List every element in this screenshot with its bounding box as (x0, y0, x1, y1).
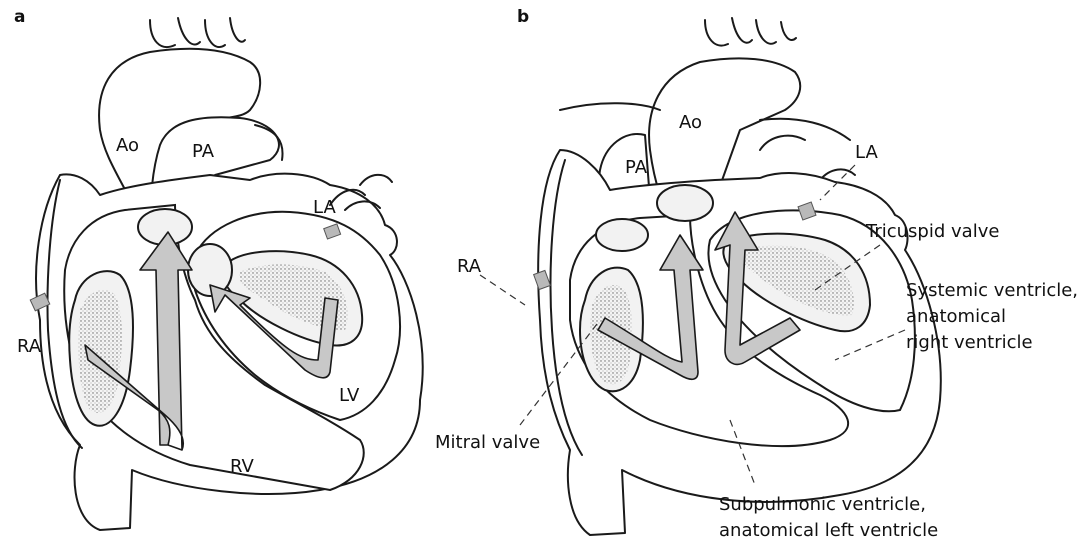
label-ao-a: Ao (116, 135, 139, 156)
label-tricuspid-b: Tricuspid valve (865, 221, 999, 242)
label-pa-a: PA (192, 141, 215, 162)
label-ao-b: Ao (679, 112, 702, 133)
label-la-b: LA (855, 142, 878, 163)
panel-label-a: a (14, 7, 25, 27)
label-la-a: LA (313, 197, 336, 218)
label-subpulmonic-line1-b: Subpulmonic ventricle, (719, 494, 926, 515)
panel-label-b: b (517, 7, 529, 27)
label-pa-b: PA (625, 157, 648, 178)
label-ra-b: RA (457, 256, 482, 277)
label-ra-a: RA (17, 336, 42, 357)
aortic-arch-branches-a (150, 18, 245, 47)
pulmonary-valve-b (596, 219, 648, 251)
label-lv-a: LV (339, 385, 360, 406)
label-systemic-line2-b: anatomical (906, 306, 1006, 327)
label-mitral-b: Mitral valve (435, 432, 540, 453)
panel-b: b Ao PA LA RA Tricuspid valve Systemic v… (435, 7, 1078, 541)
aortic-arch-branches-b (705, 18, 796, 46)
panel-a: a Ao PA LA RA LV RV (14, 7, 423, 530)
leader-ra-b (480, 275, 525, 305)
aortic-valve-b (657, 185, 713, 221)
label-rv-a: RV (230, 456, 255, 477)
label-systemic-line3-b: right ventricle (906, 332, 1033, 353)
label-systemic-line1-b: Systemic ventricle, (906, 280, 1078, 301)
label-subpulmonic-line2-b: anatomical left ventricle (719, 520, 938, 541)
